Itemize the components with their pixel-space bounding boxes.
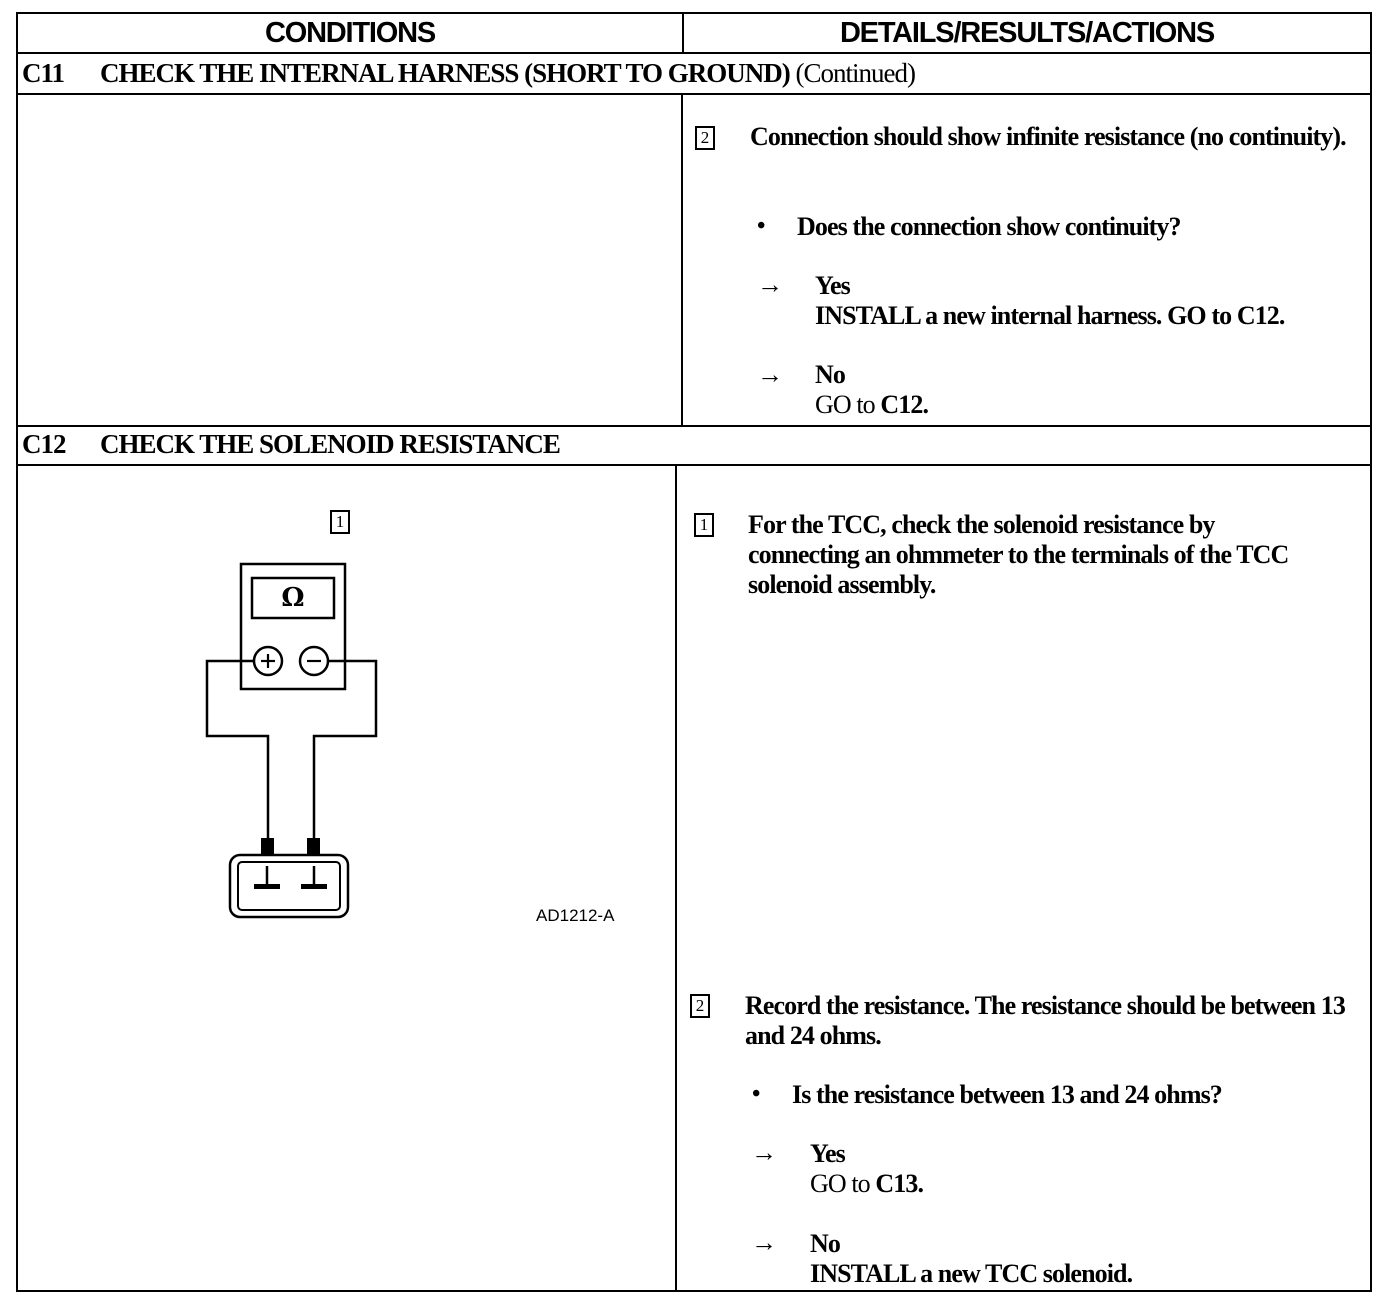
ohm-symbol: Ω (281, 583, 305, 613)
c11-yes-arrow: → (757, 270, 783, 299)
c12-step-2-box: 2 (690, 994, 710, 1018)
header-divider (16, 52, 1372, 54)
c11-code: C11 (22, 58, 65, 88)
c12-step-1-box: 1 (694, 513, 714, 537)
c11-question: Does the connection show continuity? (797, 212, 1182, 241)
c12-section-title: C12 CHECK THE SOLENOID RESISTANCE (22, 429, 561, 460)
terminal-right (301, 884, 327, 889)
c11-column-divider (681, 93, 683, 426)
c12-step-1-text: For the TCC, check the solenoid resistan… (748, 510, 1289, 599)
header-column-divider (682, 12, 684, 53)
c11-no-label: No (815, 360, 846, 389)
c12-no-label: No (810, 1229, 841, 1258)
c11-no-arrow: → (757, 360, 783, 389)
terminal-left (254, 884, 280, 889)
c11-title-divider (16, 93, 1372, 95)
c11-step-2-text: Connection should show infinite resistan… (750, 122, 1347, 151)
c12-yes-action: GO to C13. (810, 1169, 924, 1199)
table-border-right (1370, 12, 1372, 1292)
c12-no-action: INSTALL a new TCC solenoid. (810, 1259, 1133, 1288)
c11-continued: (Continued) (795, 58, 915, 88)
c12-title-divider (16, 464, 1372, 466)
c11-no-action-text: GO to (815, 390, 881, 419)
c12-title: CHECK THE SOLENOID RESISTANCE (100, 429, 561, 459)
c12-question: Is the resistance between 13 and 24 ohms… (792, 1080, 1223, 1109)
conditions-header: CONDITIONS (264, 16, 436, 49)
ohmmeter-figure (205, 562, 378, 919)
c11-bullet: • (757, 213, 766, 239)
c11-yes-label: Yes (815, 271, 851, 300)
test-lead-right (312, 659, 378, 850)
c11-no-action: GO to C12. (815, 390, 929, 420)
table-border-top (16, 12, 1372, 14)
c11-yes-action-text: INSTALL a new internal harness. GO to (815, 301, 1237, 330)
c11-section-title: C11 CHECK THE INTERNAL HARNESS (SHORT TO … (22, 58, 916, 89)
c11-step-2-box: 2 (695, 126, 715, 150)
c12-step-2-text: Record the resistance. The resistance sh… (745, 991, 1346, 1050)
c12-yes-arrow: → (751, 1138, 777, 1167)
c12-no-arrow: → (751, 1228, 777, 1257)
c12-bullet: • (752, 1081, 761, 1107)
details-header: DETAILS/RESULTS/ACTIONS (839, 16, 1215, 49)
c12-code: C12 (22, 429, 67, 459)
c11-yes-action: INSTALL a new internal harness. GO to C1… (815, 301, 1375, 331)
test-lead-left (205, 659, 270, 850)
c11-yes-action-ref: C12. (1236, 301, 1286, 330)
c12-yes-action-ref: C13. (875, 1169, 924, 1198)
figure-id: AD1212-A (536, 906, 615, 925)
ohmmeter-display (250, 576, 336, 620)
c12-yes-action-text: GO to (810, 1169, 876, 1198)
figure-step-1-box: 1 (330, 510, 350, 534)
c12-column-divider (675, 464, 677, 1291)
c12-top-divider (16, 425, 1372, 427)
table-border-bottom (16, 1290, 1372, 1292)
c11-no-action-ref: C12. (880, 390, 929, 419)
c12-yes-label: Yes (810, 1139, 846, 1168)
table-border-left (16, 12, 18, 1292)
c11-title: CHECK THE INTERNAL HARNESS (SHORT TO GRO… (100, 58, 791, 88)
